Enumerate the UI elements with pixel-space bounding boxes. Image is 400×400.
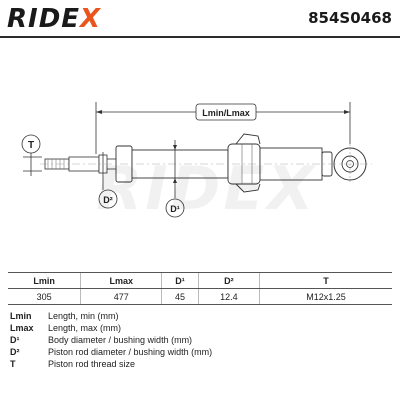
dimension-label-box	[195, 103, 257, 121]
value-lmax: 477	[80, 288, 162, 305]
legend-key: Lmax	[10, 323, 34, 333]
legend-text: Piston rod diameter / bushing width (mm)	[48, 347, 213, 357]
ridex-logo: RIDEX	[7, 4, 101, 34]
legend-text: Body diameter / bushing width (mm)	[48, 335, 193, 345]
length-dimension: Lmin/Lmax	[95, 102, 351, 154]
dimension-label: Lmin/Lmax	[202, 108, 250, 118]
header-d2: D²	[197, 272, 260, 289]
header-lmin: Lmin	[8, 272, 81, 289]
value-lmin: 305	[8, 288, 81, 305]
legend-item: Lmin Length, min (mm)	[10, 310, 212, 322]
legend-text: Piston rod thread size	[48, 359, 136, 369]
legend-item: T Piston rod thread size	[10, 358, 212, 370]
label-d2: D²	[103, 195, 113, 205]
legend-item: Lmax Length, max (mm)	[10, 322, 212, 334]
legend-text: Length, min (mm)	[48, 311, 119, 321]
logo-accent: X	[80, 4, 102, 34]
label-t: T	[28, 140, 34, 151]
legend-key: D²	[10, 347, 20, 357]
value-d2: 12.4	[197, 288, 260, 305]
header: RIDEX 854S0468	[0, 0, 400, 40]
header-d1: D¹	[161, 272, 199, 289]
spec-table-row: 305 477 45 12.4 M12x1.25	[8, 288, 392, 305]
legend-key: T	[10, 359, 16, 369]
d2-marker: D²	[98, 176, 118, 209]
part-number: 854S0468	[308, 9, 392, 27]
legend-key: D¹	[10, 335, 20, 345]
shock-absorber-diagram: RIDEX Lmin/Lmax T	[0, 44, 400, 264]
logo-text: RIDE	[7, 4, 81, 34]
legend-item: D² Piston rod diameter / bushing width (…	[10, 346, 212, 358]
spec-table-header: Lmin Lmax D¹ D² T	[8, 272, 392, 289]
label-d1: D¹	[170, 204, 180, 214]
legend-item: D¹ Body diameter / bushing width (mm)	[10, 334, 212, 346]
value-d1: 45	[161, 288, 199, 305]
legend: Lmin Length, min (mm) Lmax Length, max (…	[10, 310, 212, 370]
legend-text: Length, max (mm)	[48, 323, 122, 333]
d1-marker: D¹	[165, 140, 185, 218]
header-t: T	[259, 272, 392, 289]
legend-key: Lmin	[10, 311, 32, 321]
shock-absorber-drawing: Lmin/Lmax T	[21, 102, 372, 218]
thread-indicator: T	[21, 134, 42, 176]
header-lmax: Lmax	[80, 272, 162, 289]
spec-table: Lmin Lmax D¹ D² T 305 477 45 12.4 M12x1.…	[8, 272, 392, 305]
watermark: RIDEX	[96, 154, 317, 224]
value-t: M12x1.25	[259, 288, 392, 305]
header-divider	[0, 36, 400, 38]
